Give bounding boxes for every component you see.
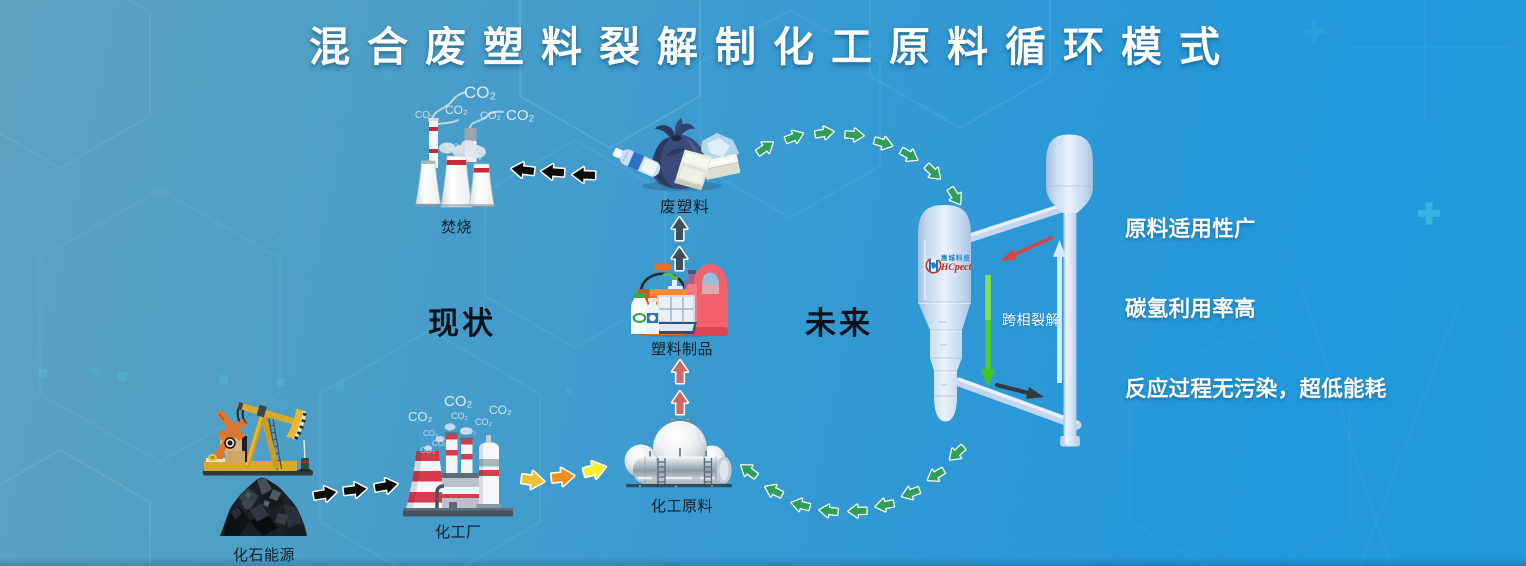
co2-label: CO₂ [445, 103, 468, 117]
chemical-plant-label: 化工厂 [435, 524, 482, 541]
incineration-illustration [414, 91, 504, 208]
plant-to-feedstock-arrows-icon [519, 456, 610, 492]
reactor-red-arrow-icon [1000, 236, 1053, 261]
fossil-energy-label: 化石能源 [233, 547, 296, 564]
brand-english: HCpect [941, 263, 978, 274]
co2-label: CO₂ [464, 83, 497, 102]
fossil-to-plant-arrows-icon [311, 475, 401, 505]
co2-label: CO₂ [475, 417, 492, 427]
co2-label: CO₂ [423, 429, 439, 438]
co2-label: CO₂ [489, 403, 512, 417]
waste-plastic-label: 废塑料 [660, 199, 711, 216]
co2-label: CO₂ [465, 151, 482, 161]
incineration-label: 焚烧 [441, 219, 473, 236]
brand-text: 惠城科技 HCpect [926, 255, 978, 274]
feature-3: 反应过程无污染，超低能耗 [1125, 377, 1387, 401]
plus-decor-icon [1303, 20, 1440, 225]
co2-label: CO₂ [408, 409, 433, 424]
feature-1: 原料适用性广 [1125, 217, 1256, 241]
circulation-arrows-top-icon [753, 123, 967, 209]
column-up-arrow-icon [1053, 240, 1066, 383]
co2-label: CO₂ [444, 393, 473, 410]
brand-english-script: pect [954, 262, 972, 273]
plastic-products-label: 塑料制品 [651, 341, 714, 358]
products-to-waste-arrows-icon [670, 216, 689, 272]
brand-english-bold: HC [941, 263, 955, 273]
waste-to-incineration-arrows-icon [509, 159, 597, 185]
reactor-black-arrow-icon [994, 382, 1044, 399]
co2-label: CO₂ [480, 110, 501, 122]
plastic-products-illustration [631, 263, 728, 338]
reactor-process-label: 跨相裂解 [1002, 312, 1060, 328]
co2-label: CO₂ [415, 110, 434, 121]
circulation-arrows-bottom-icon [736, 441, 969, 520]
page-title: 混合废塑料裂解制化工原料循环模式 [309, 24, 1237, 70]
waste-plastic-illustration [612, 118, 741, 191]
scenario-current-label: 现状 [428, 306, 496, 341]
chemical-plant-illustration [403, 423, 513, 517]
co2-label: CO₂ [506, 107, 535, 124]
brand-logo-icon [925, 257, 942, 274]
reactor-green-arrow-icon [981, 275, 995, 387]
co2-label: CO₂ [461, 427, 477, 436]
chemical-feedstock-illustration [624, 416, 732, 488]
co2-label: CO₂ [420, 446, 436, 455]
chemical-feedstock-label: 化工原料 [651, 498, 714, 515]
feature-2: 碳氢利用率高 [1125, 297, 1256, 321]
co2-label: CO₂ [451, 411, 468, 421]
pyrolysis-reactor-illustration [918, 134, 1093, 447]
fossil-energy-illustration [203, 402, 313, 536]
co2-label: CO₂ [466, 144, 485, 155]
co2-label: CO₂ [432, 439, 448, 448]
brand-chinese: 惠城科技 [941, 255, 971, 262]
feedstock-to-products-arrows-icon [670, 359, 690, 416]
scenario-future-label: 未来 [805, 306, 873, 341]
co2-label: CO₂ [446, 142, 463, 152]
